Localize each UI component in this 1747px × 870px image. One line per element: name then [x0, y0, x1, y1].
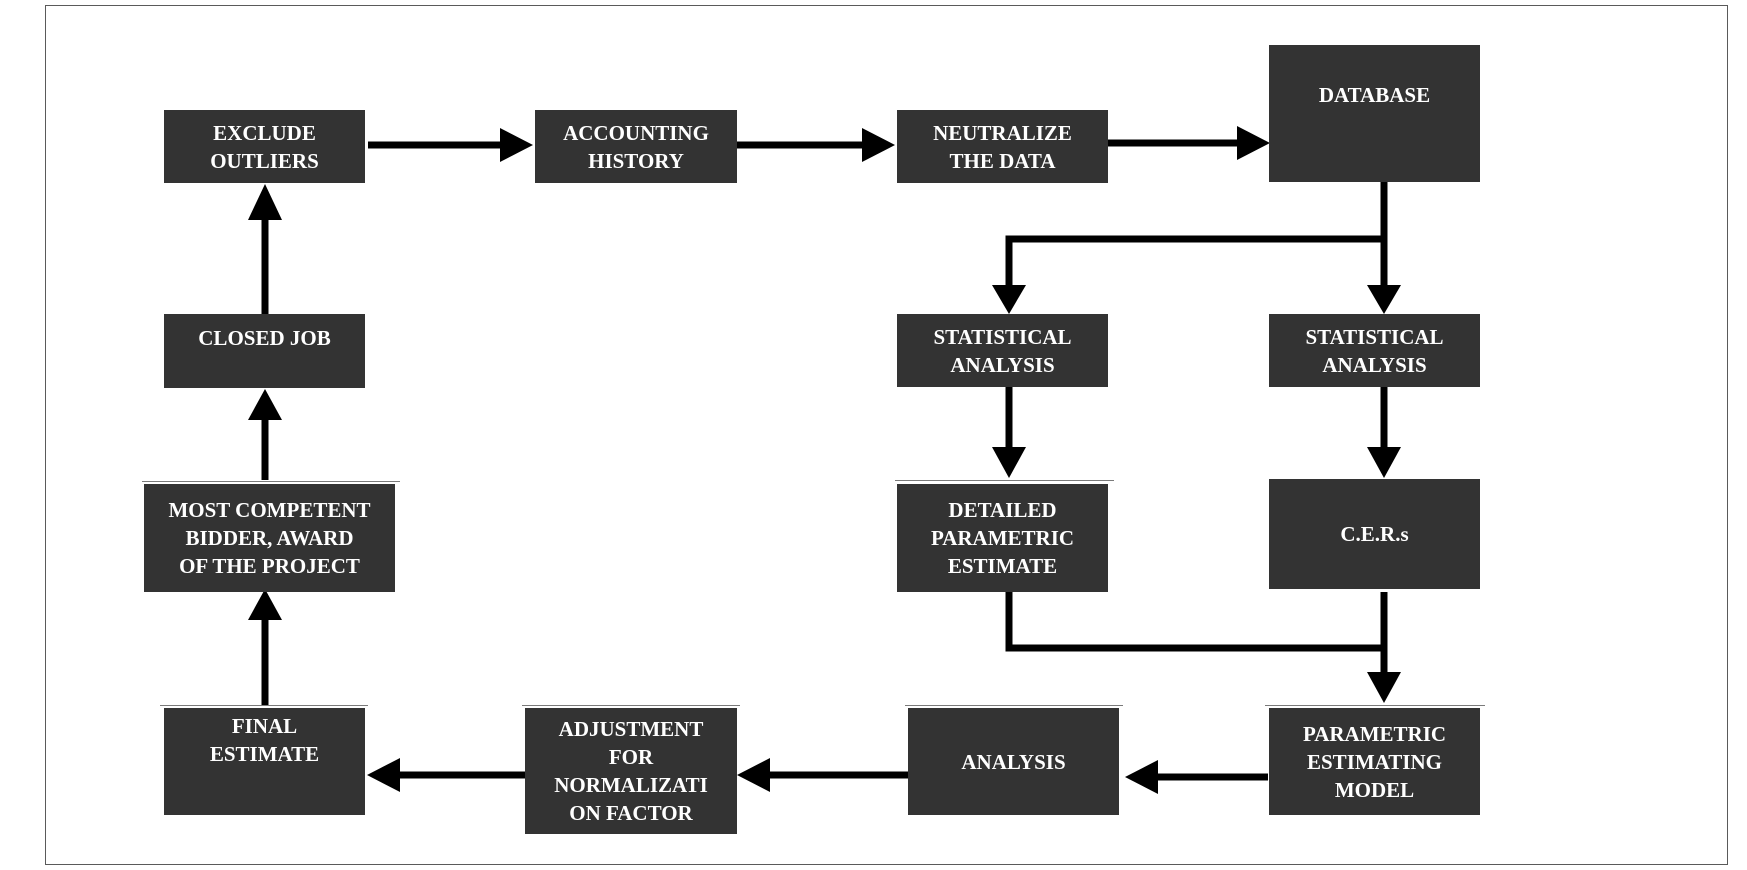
arrowhead-up — [248, 184, 282, 220]
node-adjustment-normalization: ADJUSTMENT FOR NORMALIZATI ON FACTOR — [525, 708, 737, 834]
arrowhead-down — [1367, 447, 1401, 478]
box-top-rule — [142, 481, 400, 482]
node-most-competent-bidder: MOST COMPETENT BIDDER, AWARD OF THE PROJ… — [144, 484, 395, 592]
arrowhead-left — [367, 758, 400, 792]
arrowhead-down — [1367, 672, 1401, 703]
node-parametric-estimating-model: PARAMETRIC ESTIMATING MODEL — [1269, 708, 1480, 815]
node-database: DATABASE — [1269, 45, 1480, 182]
node-final-estimate: FINAL ESTIMATE — [164, 708, 365, 815]
node-exclude-outliers: EXCLUDE OUTLIERS — [164, 110, 365, 183]
arrowhead-right — [1237, 126, 1270, 160]
node-closed-job: CLOSED JOB — [164, 314, 365, 388]
node-statistical-analysis-right: STATISTICAL ANALYSIS — [1269, 314, 1480, 387]
arrowhead-right — [862, 128, 895, 162]
arrowhead-right — [500, 128, 533, 162]
connector-detailed-merge — [1005, 592, 1384, 652]
box-top-rule — [895, 480, 1114, 481]
arrowhead-left — [1125, 760, 1158, 794]
node-cers: C.E.R.s — [1269, 479, 1480, 589]
arrowhead-up — [248, 389, 282, 420]
arrowhead-down — [992, 285, 1026, 314]
box-top-rule — [905, 705, 1123, 706]
diagram-frame — [45, 5, 1728, 865]
node-accounting-history: ACCOUNTING HISTORY — [535, 110, 737, 183]
connector-database-split — [1005, 182, 1388, 285]
node-detailed-parametric-estimate: DETAILED PARAMETRIC ESTIMATE — [897, 484, 1108, 592]
arrowhead-up — [248, 589, 282, 620]
arrowhead-left — [737, 758, 770, 792]
node-analysis: ANALYSIS — [908, 708, 1119, 815]
box-top-rule — [160, 705, 368, 706]
node-neutralize-the-data: NEUTRALIZE THE DATA — [897, 110, 1108, 183]
node-statistical-analysis-left: STATISTICAL ANALYSIS — [897, 314, 1108, 387]
box-top-rule — [522, 705, 740, 706]
arrowhead-down — [992, 447, 1026, 478]
arrowhead-down — [1367, 285, 1401, 314]
box-top-rule — [1265, 705, 1485, 706]
